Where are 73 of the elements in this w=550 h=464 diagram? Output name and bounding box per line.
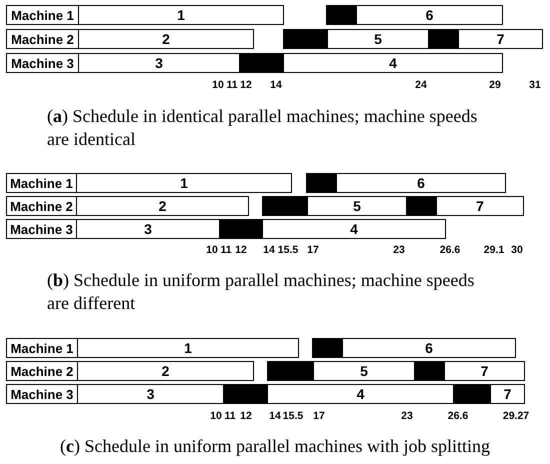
time-label: 14 (270, 79, 282, 91)
time-label: 26.6 (440, 244, 460, 256)
time-label: 30 (511, 244, 523, 256)
time-label: 29 (489, 79, 501, 91)
job-bar: 3 (76, 219, 220, 239)
job-bar: 2 (78, 29, 254, 49)
job-bar: 4 (283, 53, 503, 73)
job-bar: 1 (78, 5, 284, 25)
job-bar: 7 (444, 361, 525, 381)
setup-block (283, 29, 328, 49)
time-label: 14 (269, 410, 281, 422)
time-label: 17 (307, 244, 319, 256)
job-bar: 2 (77, 361, 254, 381)
job-bar: 7 (490, 384, 525, 404)
job-bar: 3 (78, 53, 240, 73)
machine-label: Machine 1 (6, 5, 79, 25)
figure-caption: (a) Schedule in identical parallel machines; machine speeds are identical (47, 104, 478, 150)
setup-block (428, 29, 459, 49)
time-label: 11 (224, 410, 236, 422)
setup-block (414, 361, 445, 381)
job-bar: 5 (307, 196, 407, 216)
job-bar: 6 (356, 5, 503, 25)
time-label: 31 (529, 79, 541, 91)
job-bar: 2 (76, 196, 249, 216)
time-label: 23 (401, 410, 413, 422)
time-label: 26.6 (448, 410, 468, 422)
job-bar: 1 (76, 173, 292, 193)
time-label: 15.5 (278, 244, 298, 256)
job-bar: 4 (267, 384, 454, 404)
time-label: 29.27 (502, 410, 530, 422)
time-label: 17 (313, 410, 325, 422)
job-bar: 5 (327, 29, 429, 49)
machine-label: Machine 3 (6, 219, 77, 239)
machine-label: Machine 2 (6, 196, 77, 216)
machine-label: Machine 1 (6, 173, 77, 193)
time-label: 29.1 (484, 244, 504, 256)
job-bar: 5 (313, 361, 415, 381)
time-label: 14 (263, 244, 275, 256)
figure-caption: (b) Schedule in uniform parallel machines; machine speeds are different (47, 268, 476, 314)
machine-label: Machine 3 (6, 53, 79, 73)
machine-label: Machine 2 (6, 29, 79, 49)
job-bar: 1 (77, 338, 299, 358)
setup-block (219, 219, 263, 239)
setup-block (267, 361, 314, 381)
time-label: 10 (212, 79, 224, 91)
setup-block (312, 338, 343, 358)
setup-block (262, 196, 308, 216)
time-label: 10 (206, 244, 218, 256)
job-bar: 7 (436, 196, 524, 216)
machine-label: Machine 1 (6, 338, 78, 358)
job-bar: 6 (336, 173, 506, 193)
time-label: 11 (220, 244, 232, 256)
setup-block (453, 384, 491, 404)
job-bar: 6 (342, 338, 516, 358)
setup-block (326, 5, 357, 25)
job-bar: 4 (262, 219, 446, 239)
time-label: 11 (226, 79, 238, 91)
setup-block (239, 53, 284, 73)
time-label: 23 (393, 244, 405, 256)
machine-label: Machine 2 (6, 361, 78, 381)
time-label: 12 (240, 79, 252, 91)
time-label: 12 (240, 410, 252, 422)
time-label: 12 (235, 244, 247, 256)
time-label: 24 (415, 79, 427, 91)
figure-caption: (c) Schedule in uniform parallel machines with job splitting (60, 434, 490, 458)
setup-block (306, 173, 337, 193)
job-bar: 3 (77, 384, 224, 404)
time-label: 15.5 (282, 410, 304, 422)
machine-label: Machine 3 (6, 384, 78, 404)
setup-block (406, 196, 437, 216)
time-label: 10 (210, 410, 222, 422)
job-bar: 7 (458, 29, 543, 49)
setup-block (223, 384, 268, 404)
